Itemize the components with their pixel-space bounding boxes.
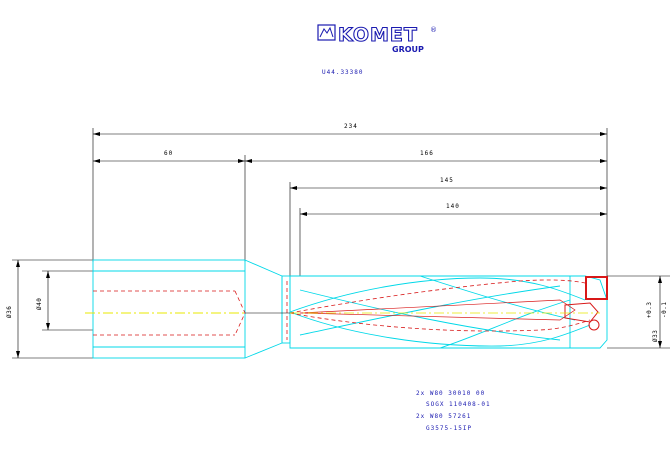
component-3: 2x W80 57261: [416, 413, 471, 420]
dim-text-d40: Ø40: [36, 298, 43, 310]
dim-text-234: 234: [344, 123, 358, 130]
logo-wordmark: KOMET: [338, 24, 418, 46]
component-4: G3575-15IP: [426, 425, 472, 432]
dim-text-d33: Ø33: [652, 330, 659, 342]
part-number: U44.33380: [322, 69, 364, 76]
taper-outline: [244, 259, 283, 359]
dimension-lines: [12, 128, 670, 359]
logo-mountain-icon: [319, 26, 334, 38]
komet-logo: KOMET ® GROUP: [317, 23, 437, 54]
dim-text-60: 60: [164, 150, 173, 157]
tolerance-lower: -0.1: [661, 302, 668, 318]
coolant-channels: [93, 279, 591, 340]
insert-screw-icon: [588, 319, 600, 331]
component-2: SOGX 110408-01: [426, 401, 491, 408]
insert-outer: [585, 276, 608, 300]
component-1: 2x W80 30010 00: [416, 390, 485, 397]
dim-text-166: 166: [420, 150, 434, 157]
dim-text-145: 145: [440, 177, 454, 184]
dim-text-140: 140: [446, 203, 460, 210]
logo-box-icon: [317, 24, 336, 41]
body-outline: [289, 275, 608, 349]
logo-registered-mark: ®: [430, 26, 437, 34]
tool-outline: [92, 259, 608, 359]
component-list: 2x W80 30010 00 SOGX 110408-01 2x W80 57…: [416, 390, 491, 432]
tolerance-upper: +0.3: [646, 302, 653, 318]
dim-text-d36: Ø36: [6, 306, 13, 318]
insert-details: [299, 276, 608, 331]
shank-outline: [92, 259, 246, 359]
dimension-arrows: [16, 132, 662, 358]
logo-subtitle: GROUP: [392, 45, 424, 54]
